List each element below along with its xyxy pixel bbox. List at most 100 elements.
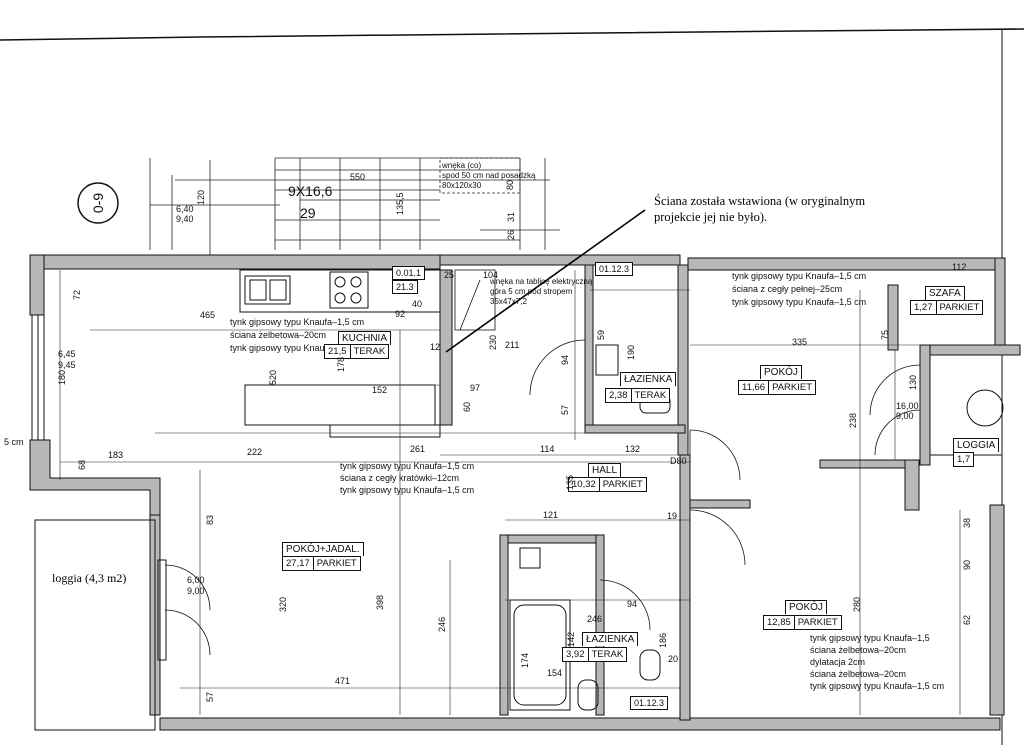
dim: 9,00 <box>187 586 205 596</box>
dim: 183 <box>108 450 124 460</box>
room-pokoj-jadal-floor: PARKIET <box>312 557 360 570</box>
dim: 230 <box>488 334 498 350</box>
room-lazienka-bottom-area: 3,92 <box>566 649 585 660</box>
dim: 9,40 <box>176 214 194 224</box>
dim: 97 <box>470 383 481 393</box>
dim: 174 <box>520 652 530 668</box>
room-pokoj-bottom-floor: PARKIET <box>793 616 841 629</box>
dim: 550 <box>350 172 366 182</box>
room-kuchnia-floor: TERAK <box>349 345 389 358</box>
room-szafa-area: 1,27 <box>914 302 933 313</box>
dim: 5 cm <box>4 437 24 447</box>
stamp-bottom: 01.12.3 <box>630 696 669 710</box>
dim: 75 <box>880 329 890 340</box>
room-lazienka-bottom-floor: TERAK <box>587 648 627 661</box>
room-pokoj-top-box: 11,66 PARKIET <box>738 380 817 395</box>
stamp-kitchen-top-text: 0.01.1 <box>396 268 422 278</box>
dim: 180 <box>57 369 67 385</box>
dim: 25 <box>444 270 455 280</box>
dim: 92 <box>395 309 406 319</box>
room-pokoj-bottom-box: 12,85 PARKIET <box>763 615 842 630</box>
room-loggia-r-name: LOGGIA <box>953 438 1000 452</box>
loggia-label: loggia (4,3 m2) <box>52 571 127 585</box>
dim: 16,00 <box>896 401 919 411</box>
dim: 6,45 <box>58 349 76 359</box>
dim: 135,5 <box>395 192 405 215</box>
dim: 12 <box>430 342 441 352</box>
dim: 238 <box>848 412 858 428</box>
room-lazienka-top-floor: TERAK <box>630 389 670 402</box>
dim: 132 <box>625 444 641 454</box>
dim: 465 <box>200 310 216 320</box>
room-pokoj-top-name: POKÓJ <box>760 365 802 379</box>
stamp-kitchen-top: 0.01.1 <box>392 266 426 280</box>
wall-note-pokoj-bottom-2: ściana żelbetowa–20cm <box>810 645 907 655</box>
dim: 59 <box>596 329 606 340</box>
dim: 121 <box>543 510 559 520</box>
dim: 94 <box>560 354 570 365</box>
stamp-kitchen-bottom-text: 21.3 <box>396 282 414 292</box>
dim: 142 <box>566 631 576 647</box>
dim: 31 <box>506 211 516 222</box>
niche-line1: wnęka (co) <box>442 161 482 170</box>
wall-note-pokoj-bottom-4: ściana żelbetowa–20cm <box>810 669 907 679</box>
room-lazienka-top-name: ŁAZIENKA <box>620 372 677 386</box>
wall-note-kitchen-2: ściana żelbetowa–20cm <box>230 330 327 340</box>
stairs-number: 29 <box>300 205 316 221</box>
wall-note-hall-3: tynk gipsowy typu Knaufa–1,5 cm <box>340 485 475 495</box>
wall-note-pokoj-bottom-3: dylatacja 2cm <box>810 657 866 667</box>
room-hall-box: 10,32 PARKIET <box>568 477 647 492</box>
dim: 211 <box>505 340 520 350</box>
room-lazienka-bottom-name: ŁAZIENKA <box>582 632 639 646</box>
dim: 60 <box>462 401 472 412</box>
room-pokoj-jadal-box: 27,17 PARKIET <box>282 556 361 571</box>
dim: 520 <box>268 369 278 385</box>
dim: 154 <box>547 668 563 678</box>
dim: 26 <box>506 229 516 240</box>
dim: 152 <box>372 385 388 395</box>
dim: 6,40 <box>176 204 194 214</box>
room-hall-name: HALL <box>588 463 622 477</box>
wall-note-hall-1: tynk gipsowy typu Knaufa–1,5 cm <box>340 461 475 471</box>
dim: 62 <box>962 614 972 625</box>
niche2-line3: 35x47x7,2 <box>490 297 527 306</box>
annotation-note: Ściana została wstawiona (w oryginalnym … <box>654 193 884 225</box>
room-pokoj-bottom-area: 12,85 <box>767 617 791 628</box>
room-kuchnia-name: KUCHNIA <box>338 331 392 345</box>
room-szafa-name: SZAFA <box>925 286 965 300</box>
stamp-kitchen-bottom: 21.3 <box>392 280 418 294</box>
room-lazienka-top-area: 2,38 <box>609 390 628 401</box>
dim: 57 <box>560 404 570 415</box>
note-pointer-line <box>445 209 646 353</box>
room-loggia-r-box: 1,7 <box>953 452 975 467</box>
stamp-top: 01.12.3 <box>595 262 634 276</box>
dim: 130 <box>908 374 918 390</box>
dim: 178 <box>336 356 346 372</box>
dim: 120 <box>196 189 206 205</box>
wall-note-pokoj-top-3: tynk gipsowy typu Knaufa–1,5 cm <box>732 297 867 307</box>
room-szafa-floor: PARKIET <box>935 301 983 314</box>
dim: 90 <box>962 559 972 570</box>
wall-note-pokoj-bottom-1: tynk gipsowy typu Knaufa–1,5 <box>810 633 930 643</box>
niche-line3: 80x120x30 <box>442 181 482 190</box>
dim: 6,00 <box>187 575 205 585</box>
dim: D80 <box>670 456 687 466</box>
room-hall-area: 10,32 <box>572 479 596 490</box>
dim: 9,45 <box>58 360 76 370</box>
dim: 186 <box>658 632 668 648</box>
room-pokoj-jadal-name: POKÓJ+JADAL. <box>282 542 364 556</box>
dim: 94 <box>627 599 638 609</box>
annotation-note-line1: Ściana została wstawiona (w oryginalnym <box>654 194 866 208</box>
dim: 246 <box>437 616 447 632</box>
dim: 320 <box>278 596 288 612</box>
room-pokoj-top-floor: PARKIET <box>768 381 815 394</box>
axis-label: 0-9 <box>90 192 107 214</box>
dim: 114 <box>540 444 555 454</box>
dim: 471 <box>335 676 351 686</box>
room-szafa-box: 1,27 PARKIET <box>910 300 984 315</box>
dim: 20 <box>668 654 679 664</box>
dim: 80 <box>505 179 515 190</box>
wall-note-kitchen-1: tynk gipsowy typu Knaufa–1,5 cm <box>230 317 365 327</box>
dim: 9,00 <box>896 411 914 421</box>
